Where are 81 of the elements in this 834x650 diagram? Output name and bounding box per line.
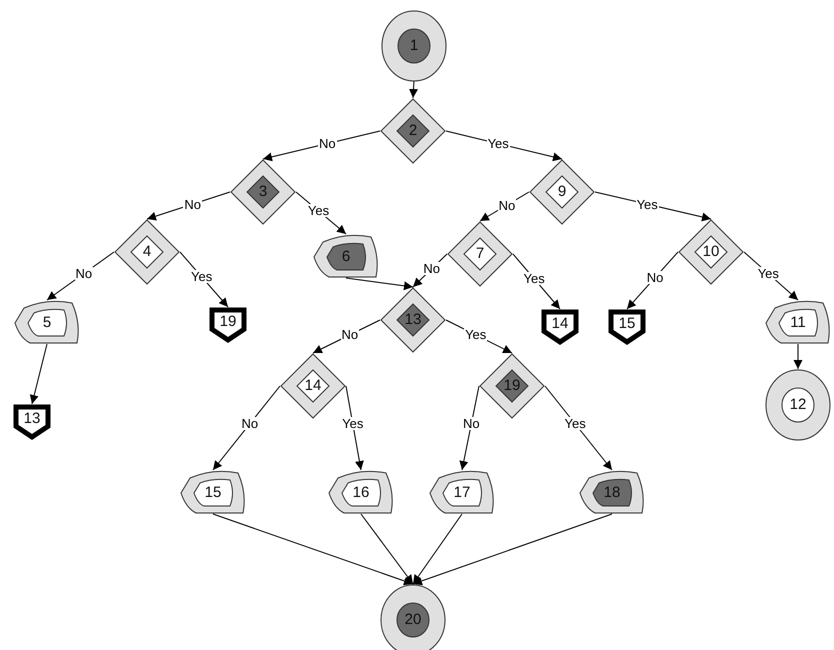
node-number: 15	[618, 316, 636, 332]
edge-label: Yes	[564, 417, 587, 430]
edge-label: No	[646, 271, 664, 284]
arrow	[30, 344, 48, 404]
node-number: 3	[258, 184, 268, 199]
decision-diamond	[529, 159, 595, 225]
arrow	[46, 252, 114, 300]
arrow	[296, 192, 346, 234]
arrow	[480, 192, 530, 222]
process-blob	[14, 300, 80, 346]
node-number: 17	[452, 485, 472, 500]
decision-diamond	[447, 221, 513, 287]
end-shield	[541, 309, 579, 345]
node-number: 5	[42, 315, 52, 330]
arrow	[212, 386, 280, 470]
arrow	[409, 80, 418, 98]
node-number: 19	[502, 378, 522, 393]
edge-label: No	[498, 198, 516, 212]
arrow	[412, 254, 448, 288]
edge-label: No	[340, 328, 360, 342]
process-blob	[313, 234, 379, 280]
node-number: 19	[218, 314, 238, 330]
process-blob	[180, 470, 246, 516]
terminal-circle	[381, 10, 447, 82]
node-number: 13	[404, 312, 422, 327]
edge-label: No	[422, 262, 441, 276]
end-shield	[209, 307, 247, 343]
edge-label: Yes	[464, 328, 488, 342]
arrow	[794, 344, 802, 370]
node-number: 9	[556, 184, 568, 199]
arrow	[346, 278, 414, 290]
node-number: 1	[408, 38, 420, 53]
node-number: 13	[22, 411, 42, 426]
process-blob	[765, 300, 831, 346]
decision-diamond	[380, 287, 446, 353]
decision-diamond	[479, 353, 545, 419]
arrow	[262, 130, 380, 162]
arrow	[360, 514, 414, 584]
node-number: 18	[602, 485, 622, 500]
edge-label: Yes	[190, 270, 214, 284]
arrow	[626, 252, 678, 310]
arrow	[412, 514, 462, 584]
process-blob	[429, 470, 495, 516]
arrow	[346, 386, 364, 470]
end-shield	[13, 404, 51, 440]
edge-label: No	[462, 417, 481, 430]
node-number: 11	[789, 315, 807, 330]
edge-label: No	[183, 198, 202, 211]
node-number: 6	[340, 249, 352, 264]
edge-label: Yes	[341, 417, 364, 430]
edge-label: No	[240, 417, 260, 430]
process-blob	[328, 470, 394, 516]
node-number: 14	[304, 378, 322, 393]
decision-diamond	[280, 353, 346, 419]
arrow	[412, 514, 612, 586]
node-number: 10	[702, 244, 720, 259]
decision-diamond	[114, 219, 180, 285]
node-number: 2	[408, 123, 418, 138]
decision-diamond	[380, 98, 446, 164]
edge-label: Yes	[636, 198, 659, 211]
node-number: 12	[788, 397, 808, 412]
decision-diamond	[678, 219, 744, 285]
node-number: 14	[550, 316, 570, 332]
node-number: 15	[204, 485, 222, 500]
arrow	[544, 386, 612, 470]
arrow	[459, 386, 480, 470]
node-number: 20	[404, 612, 422, 627]
node-number: 16	[352, 485, 370, 500]
end-shield	[608, 309, 646, 345]
node-number: 7	[474, 246, 486, 261]
edge-label: Yes	[486, 137, 510, 150]
edge-label: No	[74, 267, 94, 280]
decision-diamond	[230, 159, 296, 225]
edge-label: Yes	[522, 272, 546, 286]
node-number: 4	[142, 244, 152, 259]
edge-label: Yes	[306, 204, 330, 218]
edge-label: No	[318, 137, 337, 150]
process-blob	[579, 470, 645, 516]
terminal-circle	[765, 369, 831, 441]
edge-label: Yes	[756, 267, 780, 280]
arrow	[212, 514, 414, 586]
